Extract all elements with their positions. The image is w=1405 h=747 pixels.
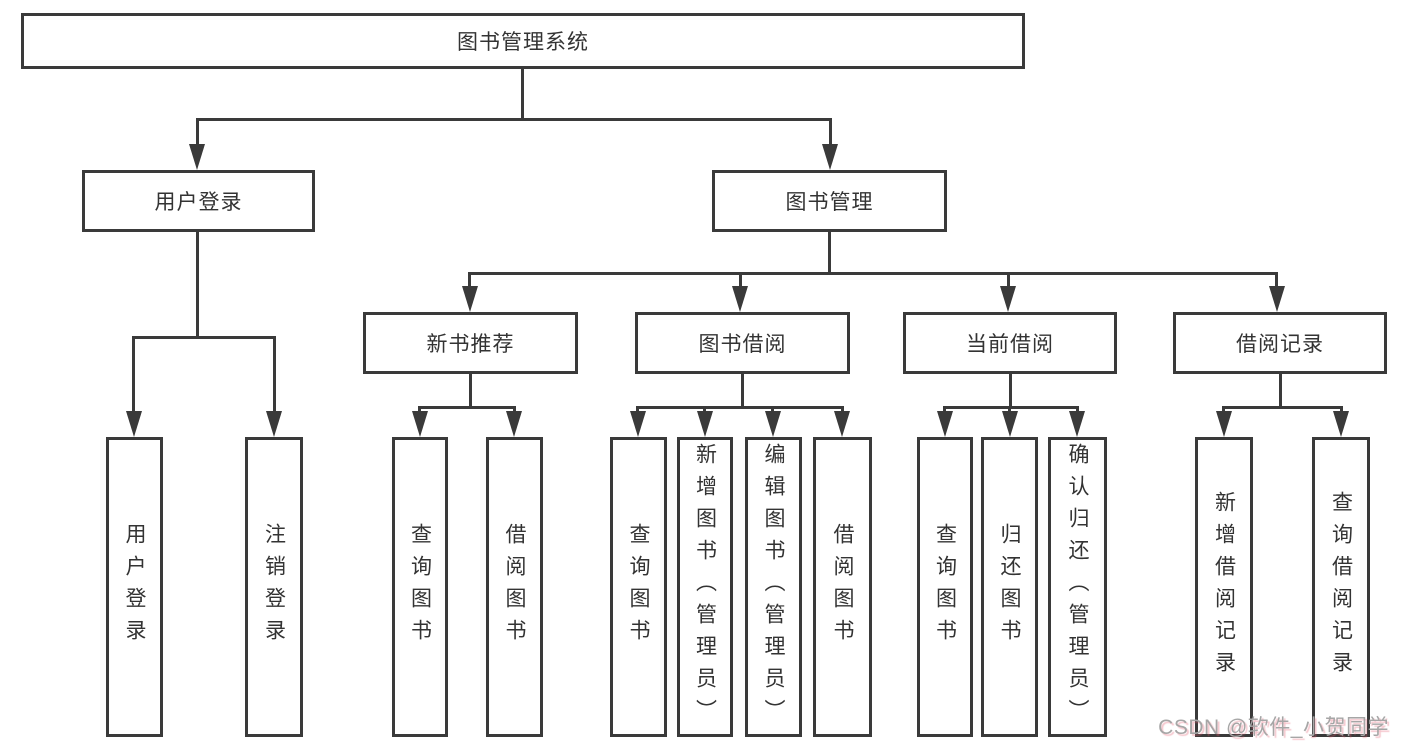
connector-line xyxy=(418,406,516,409)
connector-line xyxy=(273,336,276,415)
leaf-query-books-recommend: 查询图书 xyxy=(392,437,448,737)
node-user-login: 用户登录 xyxy=(82,170,315,232)
node-user-login-label: 用户登录 xyxy=(154,191,243,214)
arrow-down-icon xyxy=(732,286,748,312)
leaf-edit-books-admin-label: 编辑图书（管理员） xyxy=(762,443,785,731)
arrow-down-icon xyxy=(1269,286,1285,312)
connector-line xyxy=(636,406,844,409)
leaf-query-books-current-label: 查询图书 xyxy=(933,523,957,651)
node-book-borrowing-label: 图书借阅 xyxy=(698,333,787,356)
leaf-confirm-return-admin: 确认归还（管理员） xyxy=(1048,437,1107,737)
node-borrowing-records-label: 借阅记录 xyxy=(1236,333,1324,356)
arrow-down-icon xyxy=(937,411,953,437)
leaf-user-login: 用户登录 xyxy=(106,437,163,737)
node-new-book-recommend: 新书推荐 xyxy=(363,312,578,374)
arrow-down-icon xyxy=(834,411,850,437)
connector-line xyxy=(1279,374,1282,409)
leaf-query-borrow-record-label: 查询借阅记录 xyxy=(1329,491,1353,683)
connector-line xyxy=(196,118,199,150)
leaf-edit-books-admin: 编辑图书（管理员） xyxy=(745,437,802,737)
node-book-management: 图书管理 xyxy=(712,170,947,232)
connector-line xyxy=(829,118,832,150)
connector-line xyxy=(469,374,472,409)
arrow-down-icon xyxy=(765,411,781,437)
connector-line xyxy=(1275,272,1278,292)
node-root-label: 图书管理系统 xyxy=(457,31,589,54)
leaf-borrow-books-borrowing: 借阅图书 xyxy=(813,437,872,737)
connector-line xyxy=(468,272,471,292)
node-current-borrowing: 当前借阅 xyxy=(903,312,1117,374)
leaf-query-books-borrowing-label: 查询图书 xyxy=(627,523,650,651)
arrow-down-icon xyxy=(462,286,478,312)
leaf-add-borrow-record: 新增借阅记录 xyxy=(1195,437,1253,737)
connector-line xyxy=(468,272,1278,275)
leaf-add-books-admin: 新增图书（管理员） xyxy=(677,437,733,737)
leaf-query-books-borrowing: 查询图书 xyxy=(610,437,667,737)
leaf-return-books-label: 归还图书 xyxy=(998,523,1021,651)
leaf-user-login-label: 用户登录 xyxy=(123,523,146,651)
arrow-down-icon xyxy=(412,411,428,437)
arrow-down-icon xyxy=(126,411,142,437)
leaf-logout: 注销登录 xyxy=(245,437,303,737)
leaf-add-books-admin-label: 新增图书（管理员） xyxy=(693,443,717,731)
arrow-down-icon xyxy=(1069,411,1085,437)
connector-line xyxy=(828,232,831,275)
leaf-borrow-books-borrowing-label: 借阅图书 xyxy=(831,523,854,651)
leaf-query-books-recommend-label: 查询图书 xyxy=(408,523,432,651)
connector-line xyxy=(132,336,276,339)
arrow-down-icon xyxy=(189,144,205,170)
connector-line xyxy=(741,374,744,409)
connector-line xyxy=(943,406,1079,409)
node-new-book-recommend-label: 新书推荐 xyxy=(426,333,515,356)
leaf-query-borrow-record: 查询借阅记录 xyxy=(1312,437,1370,737)
node-borrowing-records: 借阅记录 xyxy=(1173,312,1387,374)
connector-line xyxy=(739,272,742,292)
connector-line xyxy=(1222,406,1343,409)
csdn-watermark: CSDN @软件_小贺同学 xyxy=(1158,716,1389,739)
arrow-down-icon xyxy=(506,411,522,437)
arrow-down-icon xyxy=(1002,411,1018,437)
node-root-library-system: 图书管理系统 xyxy=(21,13,1025,69)
leaf-add-borrow-record-label: 新增借阅记录 xyxy=(1212,491,1236,683)
connector-line xyxy=(132,336,135,415)
leaf-borrow-books-recommend-label: 借阅图书 xyxy=(503,523,526,651)
arrow-down-icon xyxy=(1216,411,1232,437)
arrow-down-icon xyxy=(1000,286,1016,312)
connector-line xyxy=(1007,272,1010,292)
connector-line xyxy=(521,66,524,121)
connector-line xyxy=(196,232,199,339)
node-book-borrowing: 图书借阅 xyxy=(635,312,850,374)
arrow-down-icon xyxy=(822,144,838,170)
arrow-down-icon xyxy=(266,411,282,437)
arrow-down-icon xyxy=(697,411,713,437)
leaf-return-books: 归还图书 xyxy=(981,437,1038,737)
node-book-management-label: 图书管理 xyxy=(785,191,874,214)
leaf-confirm-return-admin-label: 确认归还（管理员） xyxy=(1066,443,1089,731)
connector-line xyxy=(196,118,832,121)
arrow-down-icon xyxy=(630,411,646,437)
connector-line xyxy=(1009,374,1012,409)
node-current-borrowing-label: 当前借阅 xyxy=(966,333,1054,356)
leaf-borrow-books-recommend: 借阅图书 xyxy=(486,437,543,737)
arrow-down-icon xyxy=(1333,411,1349,437)
leaf-query-books-current: 查询图书 xyxy=(917,437,973,737)
leaf-logout-label: 注销登录 xyxy=(262,523,286,651)
